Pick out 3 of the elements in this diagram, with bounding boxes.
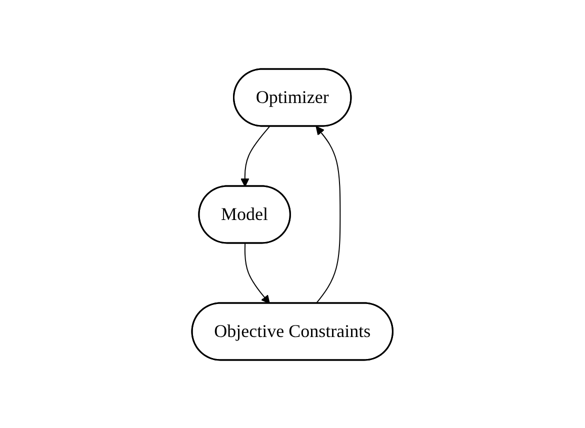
arrow: [316, 126, 341, 304]
arrow: [244, 242, 270, 304]
arrow: [240, 126, 270, 186]
